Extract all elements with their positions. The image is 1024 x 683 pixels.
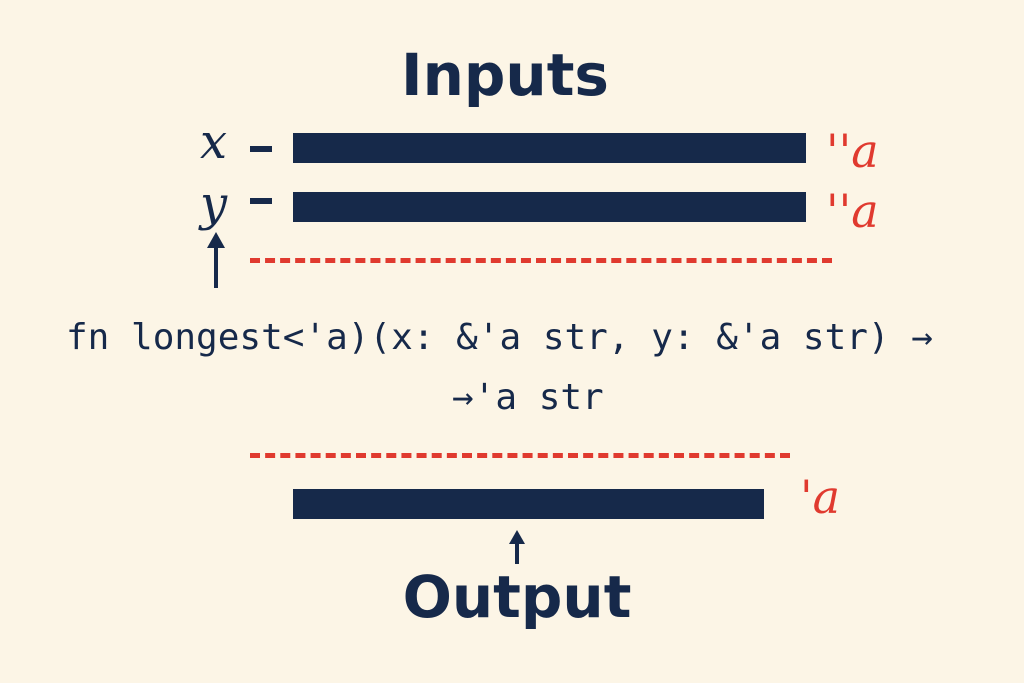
input-x-lifetime-bar: [293, 133, 806, 163]
lifetime-boundary-bottom: [250, 453, 790, 458]
function-signature-line-1: fn longest<'a)(x: &'a str, y: &'a str) →: [66, 317, 933, 358]
input-y-connector: [250, 198, 272, 204]
input-y-lifetime-bar: [293, 192, 806, 222]
up-arrow-icon: [204, 232, 228, 290]
function-signature-line-2: →'a str: [452, 377, 604, 418]
lifetime-boundary-top: [250, 258, 832, 263]
output-title: Output: [402, 563, 632, 631]
up-arrow-icon: [505, 530, 529, 566]
input-y-lifetime-label: ''a: [826, 184, 879, 238]
input-x-connector: [250, 146, 272, 152]
input-y-label: y: [200, 176, 228, 232]
input-x-lifetime-label: ''a: [826, 124, 879, 178]
input-x-label: x: [200, 114, 228, 170]
output-lifetime-bar: [293, 489, 764, 519]
inputs-title: Inputs: [401, 41, 609, 109]
output-lifetime-label: 'a: [800, 470, 841, 524]
